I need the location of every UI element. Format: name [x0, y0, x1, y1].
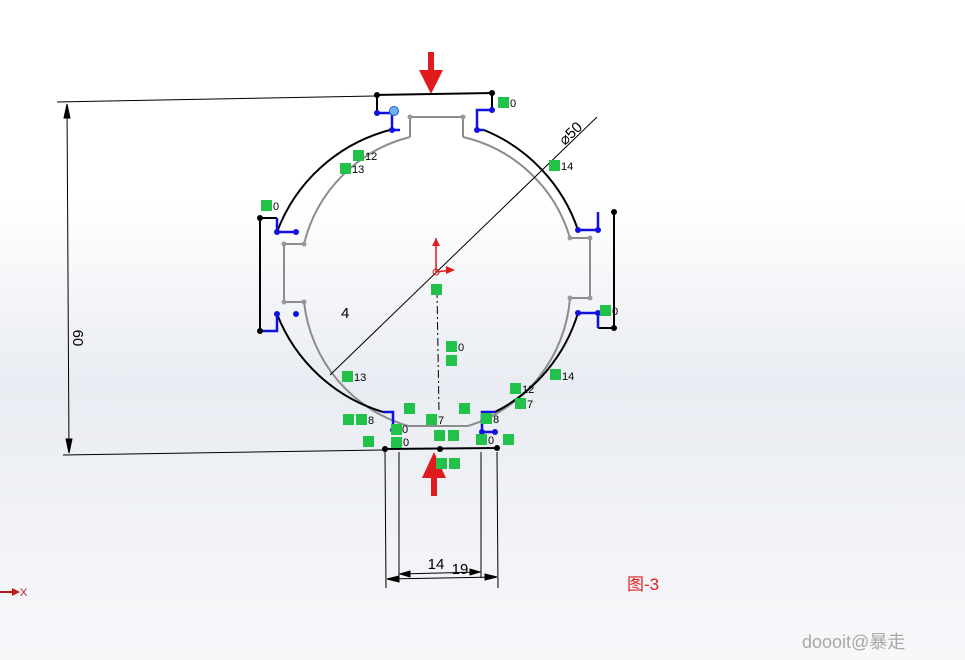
inner-width-value[interactable]: 14	[428, 556, 445, 573]
relation-label: 0	[402, 424, 408, 436]
axis-label-x: X	[20, 587, 28, 599]
relation-label: 0	[510, 98, 516, 110]
x-axis-icon	[0, 588, 20, 596]
origin-icon	[432, 238, 455, 276]
relation-label: 0	[458, 342, 464, 354]
outer-width-value[interactable]: 19	[452, 561, 469, 578]
top-red-arrow	[419, 52, 443, 94]
relation-label: 0	[273, 201, 279, 213]
relation-label: 14	[561, 161, 573, 173]
bottom-red-arrow	[422, 452, 446, 496]
relation-label: 13	[354, 372, 366, 384]
relation-label: 14	[562, 371, 574, 383]
relation-label: 12	[522, 384, 534, 396]
relation-label: 0	[488, 435, 494, 447]
height-dimension-value[interactable]: 60	[69, 330, 86, 347]
relation-label: 7	[527, 399, 533, 411]
relation-label: 7	[438, 415, 444, 427]
sketch-points[interactable]	[257, 90, 617, 452]
height-dimension[interactable]	[56, 95, 384, 456]
relation-badges[interactable]: 0 0 0 12 13 14 13 14 12 0 8 7 8 7	[261, 97, 618, 469]
figure-caption: 图-3	[627, 575, 660, 594]
diameter-dimension-value[interactable]: ⌀50	[556, 119, 586, 149]
relation-label: 0	[612, 306, 618, 318]
watermark: doooit@暴走	[802, 632, 906, 652]
blue-step-segments[interactable]	[260, 108, 600, 434]
relation-label: 8	[368, 415, 374, 427]
relation-label: 12	[365, 151, 377, 163]
dimension-label-4[interactable]: 4	[341, 305, 349, 322]
width-dimensions[interactable]	[384, 451, 499, 589]
vertical-centerline[interactable]	[436, 289, 440, 413]
relation-label: 13	[352, 164, 364, 176]
relation-label: 8	[493, 414, 499, 426]
relation-label: 0	[403, 437, 409, 449]
